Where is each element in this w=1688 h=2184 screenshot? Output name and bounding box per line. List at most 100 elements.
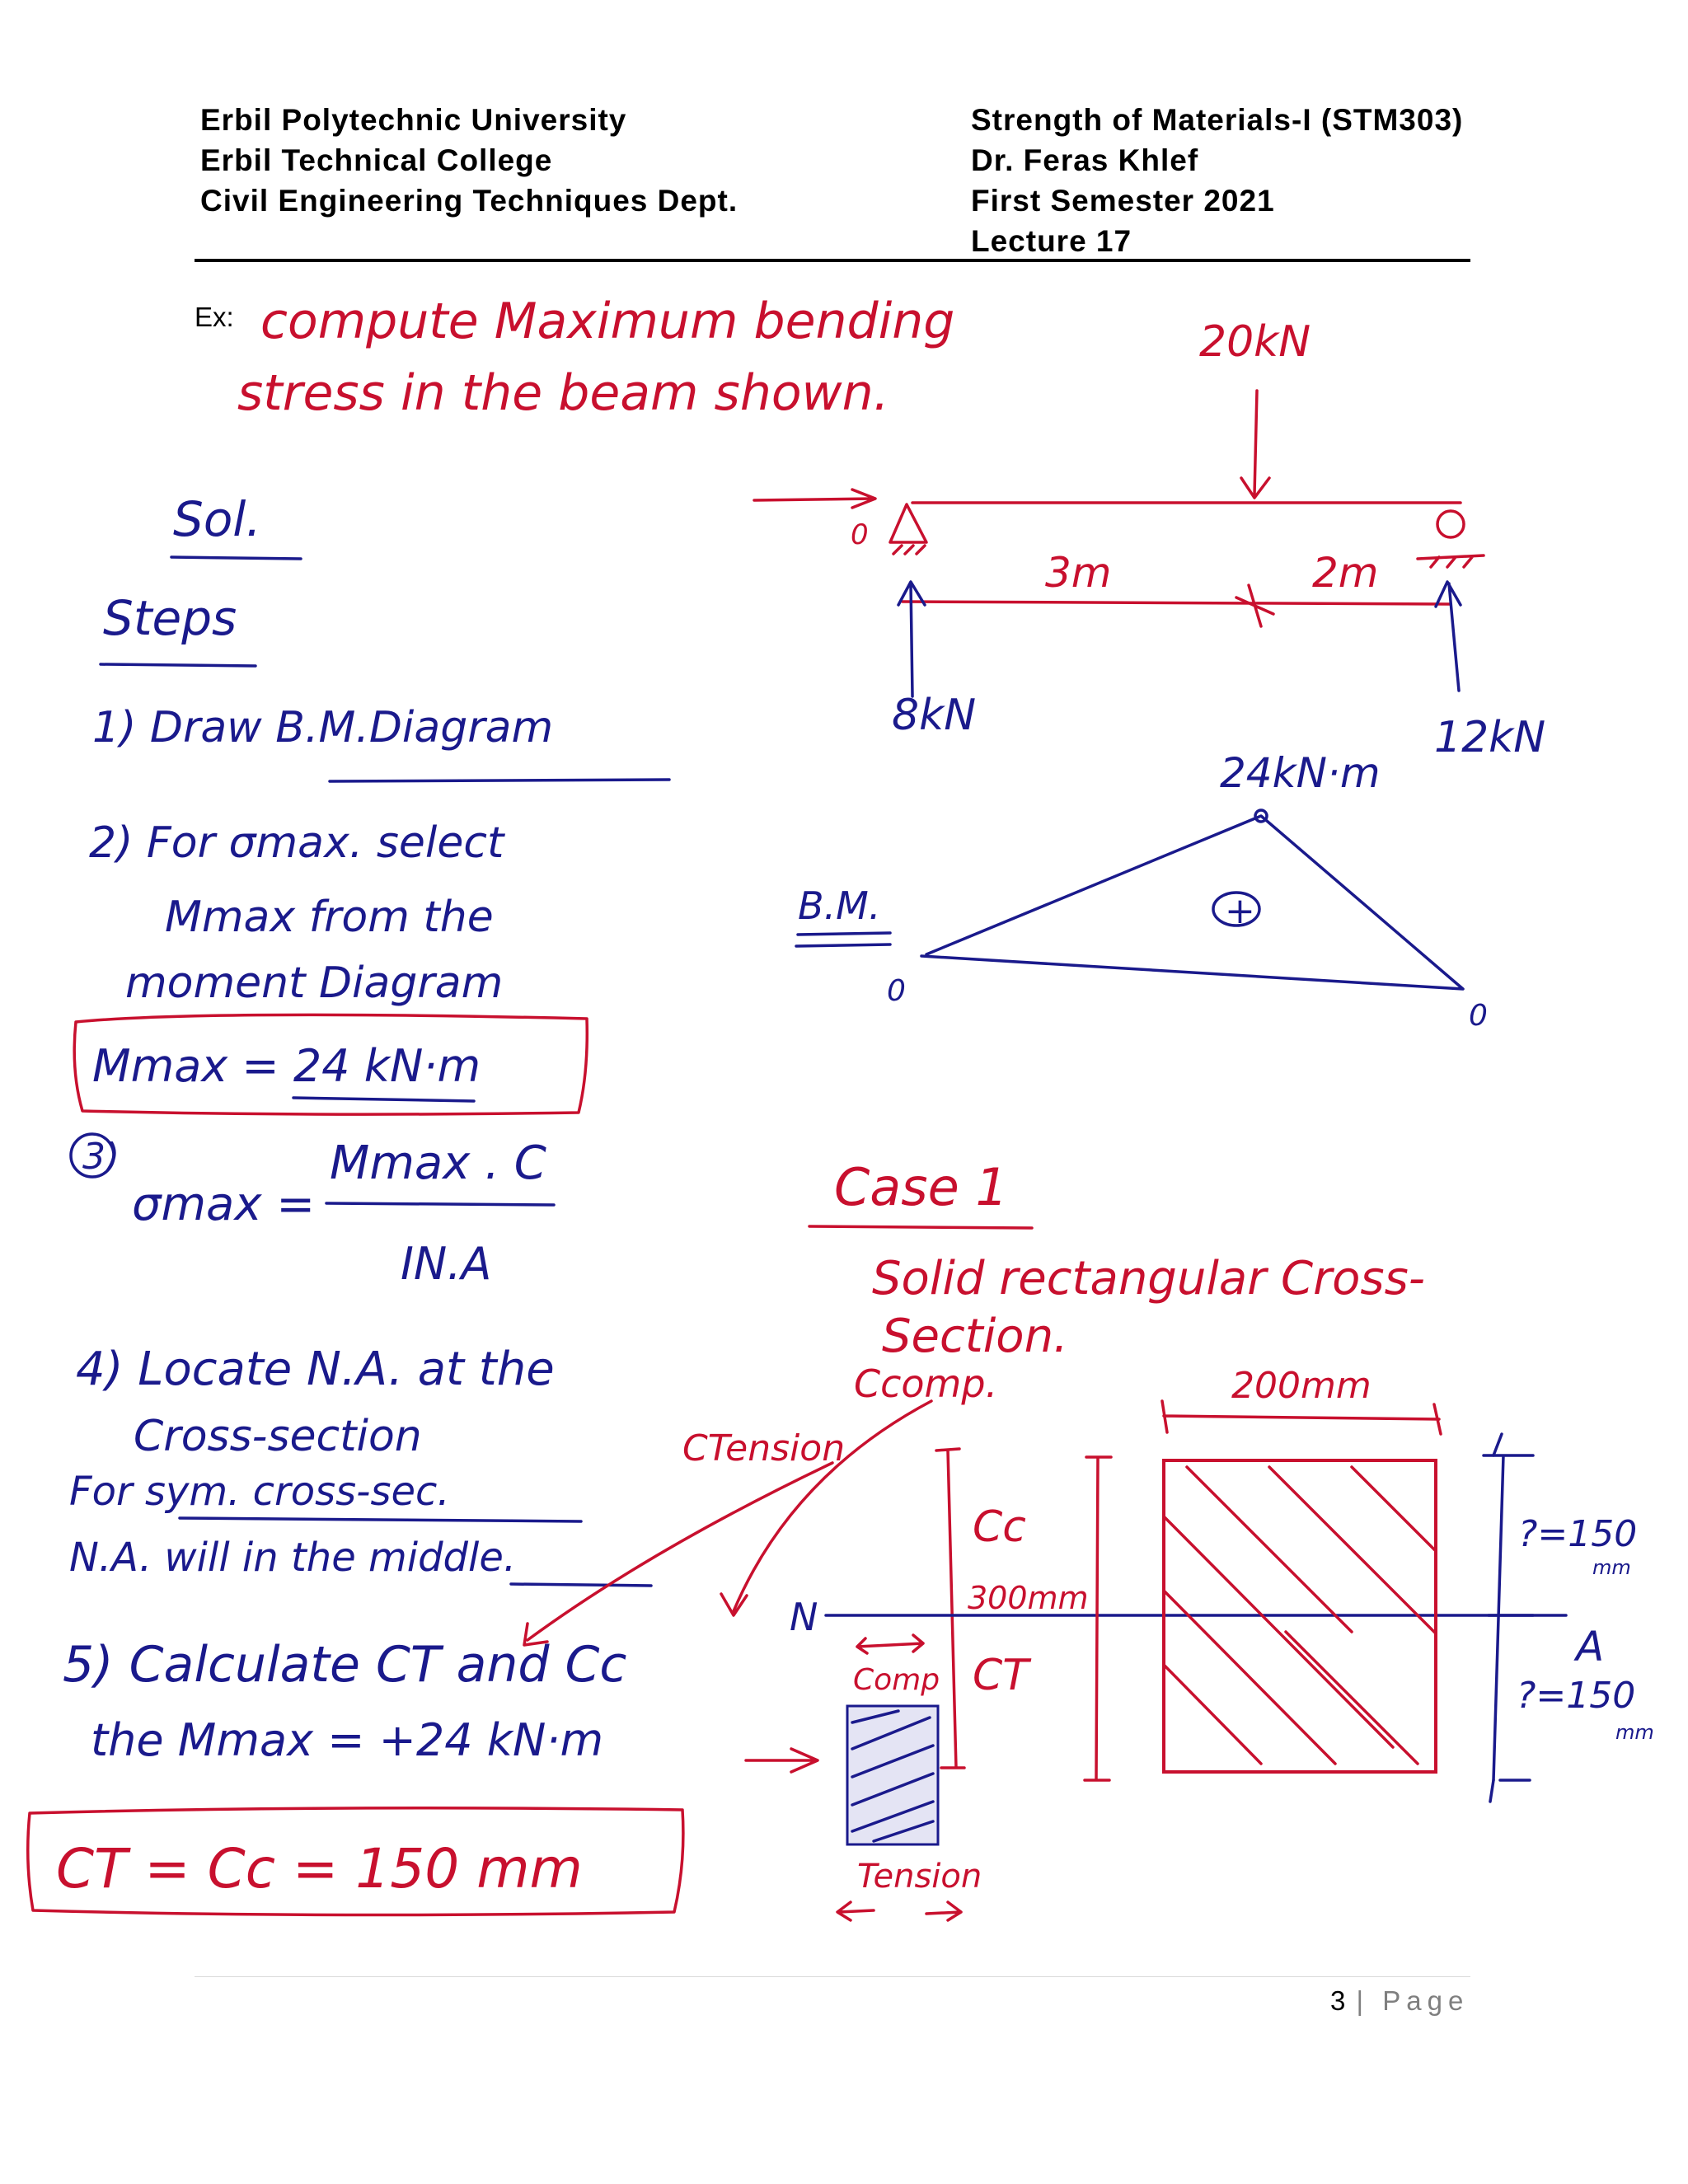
case-desc-line-2: Section. [882, 1310, 1068, 1363]
large-section-depth-line [1083, 1455, 1113, 1782]
pin-support-icon [889, 503, 928, 544]
case-title: Case 1 [834, 1157, 1008, 1217]
step-4-underline-1 [178, 1516, 583, 1523]
step-3-numerator: Mmax . C [330, 1137, 546, 1190]
pin-support-hatch-icon [892, 544, 926, 555]
dimension-tick-icon [1235, 583, 1275, 628]
department-name: Civil Engineering Techniques Dept. [200, 184, 738, 218]
step-2-line-1: 2) For σmax. select [89, 818, 505, 868]
example-label: Ex: [195, 302, 234, 332]
mmax-underline [292, 1096, 476, 1103]
cc-label: Cc [973, 1502, 1026, 1552]
header-right: Strength of Materials-I (STM303) Dr. Fer… [971, 100, 1463, 261]
top-half-label: ?=150 [1518, 1513, 1637, 1555]
steps-title: Steps [103, 590, 237, 646]
roller-ground-icon [1416, 554, 1485, 569]
comp-width-arrows-icon [856, 1633, 925, 1655]
top-half-unit: mm [1592, 1556, 1631, 1579]
case-desc-line-1: Solid rectangular Cross- [872, 1252, 1425, 1305]
width-dimension-line [1160, 1399, 1442, 1436]
step-5-line-2: the Mmax = +24 kN·m [91, 1714, 603, 1766]
tension-width-arrows-icon [836, 1900, 963, 1922]
c-tension-label: CTension [682, 1427, 845, 1469]
step-1: 1) Draw B.M.Diagram [92, 703, 553, 752]
height-dimension-lines [1482, 1454, 1535, 1782]
axial-zero: 0 [851, 518, 869, 551]
sol-underline [170, 555, 302, 560]
ct-label: CT [973, 1651, 1032, 1700]
reaction-left-arrow-icon [897, 580, 926, 698]
steps-underline [99, 663, 257, 668]
step-4-line-3: For sym. cross-sec. [69, 1469, 450, 1515]
bottom-half-label: ?=150 [1517, 1675, 1635, 1717]
college-name: Erbil Technical College [200, 143, 553, 177]
prompt-line-1: compute Maximum bending [260, 293, 954, 350]
bm-peak-point-icon [1254, 808, 1268, 823]
c-tension-pointer-arrow-icon [523, 1461, 834, 1647]
page-number: 3 [1330, 1985, 1348, 2016]
bottom-half-unit: mm [1615, 1721, 1654, 1744]
depth-label: 300mm [968, 1580, 1089, 1616]
large-section-rect [1162, 1459, 1437, 1774]
bm-peak-label: 24kN·m [1220, 749, 1381, 797]
step-4-underline-2 [509, 1582, 653, 1587]
na-n-label: N [790, 1595, 818, 1639]
arrow-to-section-icon [744, 1747, 819, 1774]
bm-sign-circle [1212, 891, 1261, 927]
step-5-line-1: 5) Calculate CT and Cc [63, 1636, 626, 1694]
dimension-line [901, 600, 1452, 606]
bm-label-underline [795, 931, 892, 948]
step-2-line-2: Mmax from the [165, 893, 494, 942]
height-dimension-ticks-icon [1489, 1432, 1503, 1803]
course-title: Strength of Materials-I (STM303) [971, 103, 1464, 137]
semester: First Semester 2021 [971, 184, 1275, 218]
c-comp-pointer-arrow-icon [720, 1399, 933, 1617]
header-divider [195, 259, 1470, 262]
footer-divider [195, 1976, 1470, 1977]
result-highlight-box [26, 1807, 685, 1917]
small-section-hatch [851, 1709, 935, 1843]
small-section-rect [846, 1704, 940, 1846]
reaction-right-label: 12kN [1434, 713, 1545, 762]
span-right-label: 2m [1312, 549, 1379, 597]
step-3-circle [69, 1132, 115, 1179]
step-3-number: 3) [82, 1136, 120, 1178]
step-2-line-3: moment Diagram [125, 958, 503, 1008]
step-3-lhs: σmax = [132, 1178, 315, 1231]
bm-sign: + [1225, 890, 1255, 932]
page-word: | Page [1356, 1985, 1470, 2016]
prompt-line-2: stress in the beam shown. [237, 364, 889, 422]
point-load-arrow-icon [1240, 389, 1271, 499]
university-name: Erbil Polytechnic University [200, 103, 627, 137]
load-label: 20kN [1199, 317, 1311, 367]
lecture-number: Lecture 17 [971, 224, 1132, 258]
bm-triangle [920, 814, 1465, 991]
mmax-value: Mmax = 24 kN·m [92, 1040, 481, 1092]
large-section-hatch [1162, 1465, 1437, 1765]
small-section-depth-line [935, 1447, 966, 1769]
fraction-bar [325, 1202, 556, 1207]
bm-label: B.M. [798, 883, 881, 928]
na-a-label: A [1573, 1623, 1604, 1671]
instructor-name: Dr. Feras Khlef [971, 143, 1199, 177]
result-value: CT = Cc = 150 mm [56, 1837, 583, 1900]
roller-support-icon [1436, 509, 1465, 539]
page-footer: 3 | Page [1330, 1985, 1469, 2017]
comp-label: Comp [853, 1663, 940, 1697]
step-1-underline [328, 778, 671, 783]
bm-zero-left: 0 [887, 974, 906, 1008]
reaction-right-arrow-icon [1434, 580, 1462, 692]
mmax-highlight-box [73, 1013, 589, 1116]
span-left-label: 3m [1045, 549, 1112, 597]
step-4-line-4: N.A. will in the middle. [69, 1535, 516, 1581]
reaction-left-label: 8kN [892, 691, 976, 740]
bm-zero-right: 0 [1469, 999, 1488, 1033]
case-title-underline [808, 1225, 1034, 1230]
step-4-line-2: Cross-section [134, 1412, 422, 1461]
c-comp-label: Ccomp. [854, 1361, 997, 1406]
step-4-line-1: 4) Locate N.A. at the [76, 1343, 555, 1396]
step-3-denominator: IN.A [401, 1238, 491, 1290]
header-left: Erbil Polytechnic University Erbil Techn… [200, 100, 738, 221]
